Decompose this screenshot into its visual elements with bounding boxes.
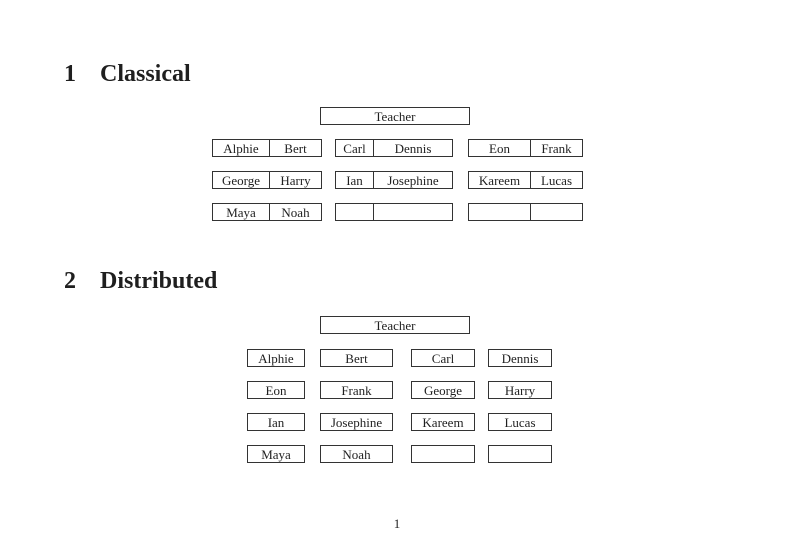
student-desk: Lucas [488,413,552,431]
desk-seat: Josephine [373,172,452,188]
student-desk: George [411,381,475,399]
desk-seat: Noah [269,204,321,220]
desk-seat: Dennis [373,140,452,156]
section-heading-distributed: 2 Distributed [64,269,217,293]
student-desk: Frank [320,381,393,399]
student-desk: Carl [411,349,475,367]
desk: Carl Dennis [335,139,453,157]
section-number: 2 [64,268,76,294]
desk-seat: George [221,172,261,188]
student-desk: Josephine [320,413,393,431]
section-number: 1 [64,61,76,87]
desk: Maya Noah [212,203,322,221]
student-desk: Maya [247,445,305,463]
desk: George Harry [212,171,322,189]
section-title: Distributed [100,268,218,294]
desk-seat: Lucas [530,172,582,188]
desk-seat [530,204,582,220]
desk-seat [373,204,452,220]
teacher-box: Teacher [320,107,470,125]
desk-seat [336,204,373,220]
student-desk-empty [488,445,552,463]
desk-seat: Harry [269,172,321,188]
student-desk: Harry [488,381,552,399]
desk-empty [468,203,583,221]
desk: Ian Josephine [335,171,453,189]
student-desk: Bert [320,349,393,367]
desk-seat: Eon [489,140,510,156]
section-title: Classical [100,61,191,87]
student-desk: Noah [320,445,393,463]
desk-seat: Kareem [478,172,521,188]
desk-empty [335,203,453,221]
desk-seat: Carl [343,140,366,156]
student-desk: Dennis [488,349,552,367]
page-number: 1 [393,516,401,531]
desk-seat: Alphie [223,140,259,156]
student-desk: Kareem [411,413,475,431]
desk: Eon Frank [468,139,583,157]
student-desk: Ian [247,413,305,431]
teacher-box: Teacher [320,316,470,334]
desk: Alphie Bert [212,139,322,157]
student-desk-empty [411,445,475,463]
desk-seat [469,204,530,220]
student-desk: Eon [247,381,305,399]
section-heading-classical: 1 Classical [64,62,191,86]
desk: Kareem Lucas [468,171,583,189]
desk-seat: Maya [226,204,256,220]
student-desk: Alphie [247,349,305,367]
desk-seat: Ian [346,172,363,188]
desk-seat: Bert [269,140,321,156]
desk-seat: Frank [530,140,582,156]
